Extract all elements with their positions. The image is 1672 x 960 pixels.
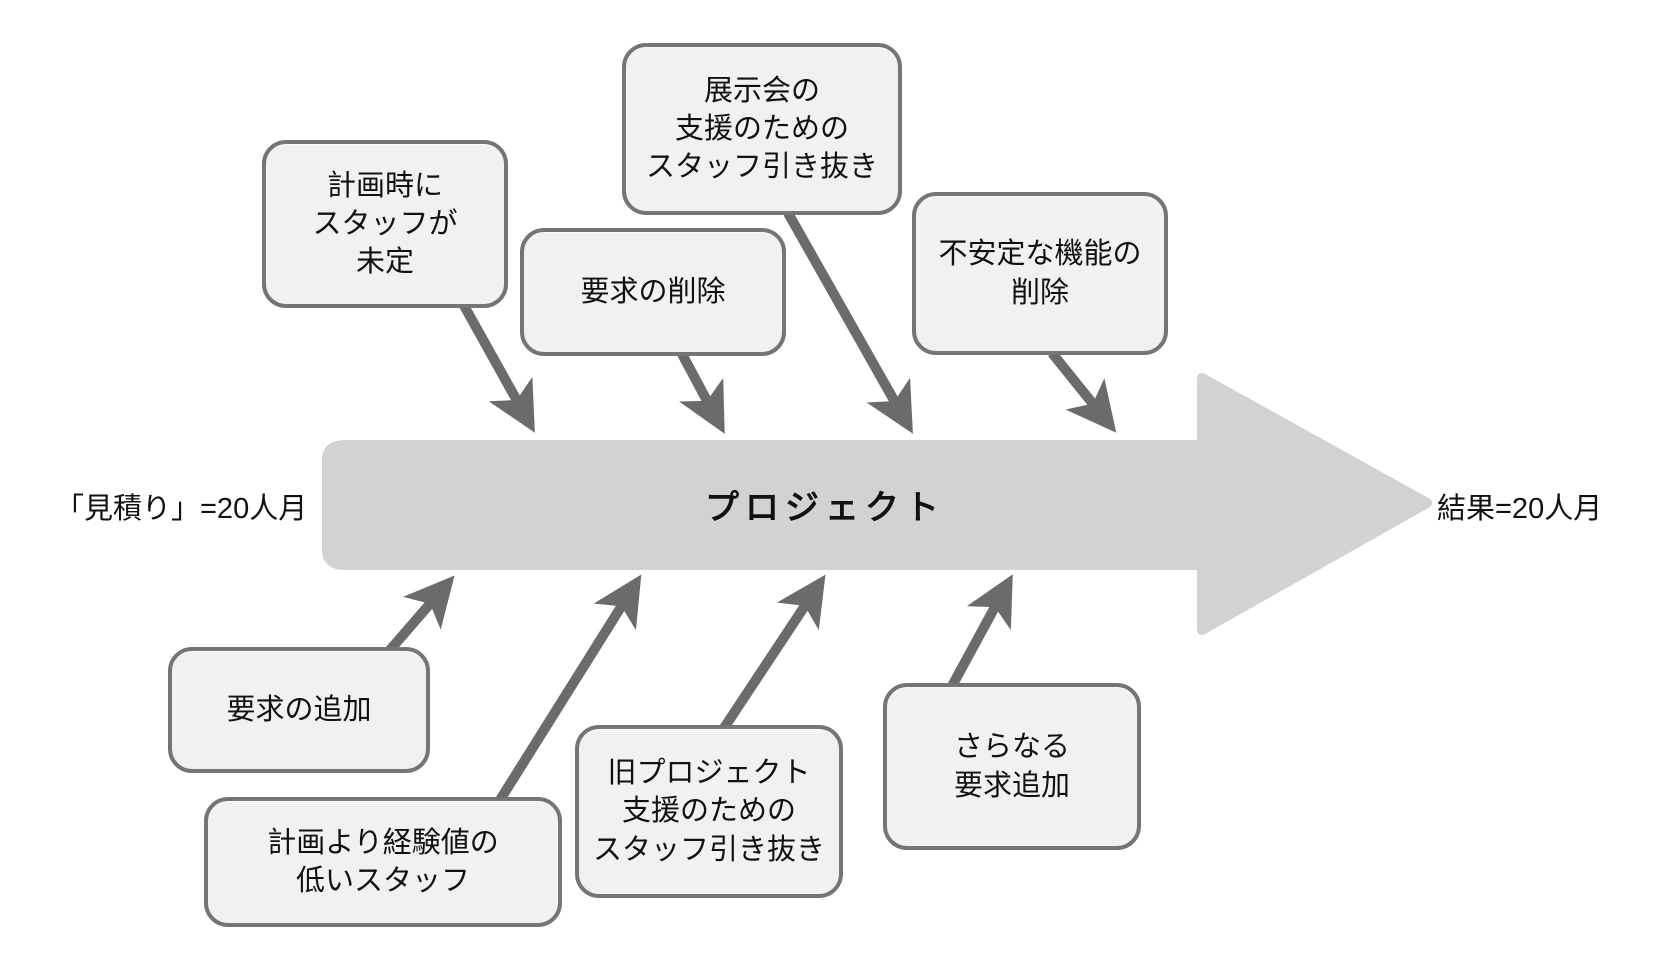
cause-box-label: 計画より経験値の 低いスタッフ bbox=[267, 826, 499, 897]
connector-bottom-4 bbox=[947, 574, 1013, 689]
estimate-label: 「見積り」=20人月 bbox=[55, 493, 308, 525]
cause-box-requirement-addition: 要求の追加 bbox=[168, 647, 430, 773]
cause-box-less-experienced-staff: 計画より経験値の 低いスタッフ bbox=[204, 797, 562, 927]
cause-box-label: 要求の削除 bbox=[580, 275, 726, 308]
connector-top-3 bbox=[783, 210, 913, 434]
cause-box-label: 旧プロジェクト 支援のための スタッフ引き抜き bbox=[592, 757, 825, 866]
connector-bottom-1 bbox=[386, 575, 455, 654]
cause-box-requirement-removal: 要求の削除 bbox=[520, 228, 786, 356]
connector-top-4 bbox=[1048, 349, 1117, 433]
cause-box-label: 不安定な機能の 削除 bbox=[938, 238, 1142, 309]
cause-box-staff-undecided: 計画時に スタッフが 未定 bbox=[262, 140, 508, 308]
connector-top-1 bbox=[457, 299, 535, 433]
main-project-arrow bbox=[322, 373, 1432, 635]
connector-bottom-2 bbox=[495, 574, 642, 803]
cause-box-exhibition-staff-pull: 展示会の 支援のための スタッフ引き抜き bbox=[622, 43, 902, 215]
cause-box-label: 計画時に スタッフが 未定 bbox=[312, 169, 458, 279]
cause-box-old-project-staff-pull: 旧プロジェクト 支援のための スタッフ引き抜き bbox=[575, 725, 843, 898]
cause-box-label: 展示会の 支援のための スタッフ引き抜き bbox=[645, 74, 878, 184]
cause-box-further-requirement-addition: さらなる 要求追加 bbox=[883, 683, 1141, 850]
cause-box-label: さらなる 要求追加 bbox=[953, 731, 1070, 802]
cause-box-label: 要求の追加 bbox=[226, 693, 372, 726]
connector-bottom-3 bbox=[719, 574, 826, 731]
cause-box-unstable-feature-removal: 不安定な機能の 削除 bbox=[912, 192, 1168, 355]
result-label: 結果=20人月 bbox=[1437, 493, 1603, 525]
project-arrow-label: プロジェクト bbox=[705, 489, 945, 527]
connector-top-2 bbox=[677, 351, 725, 434]
